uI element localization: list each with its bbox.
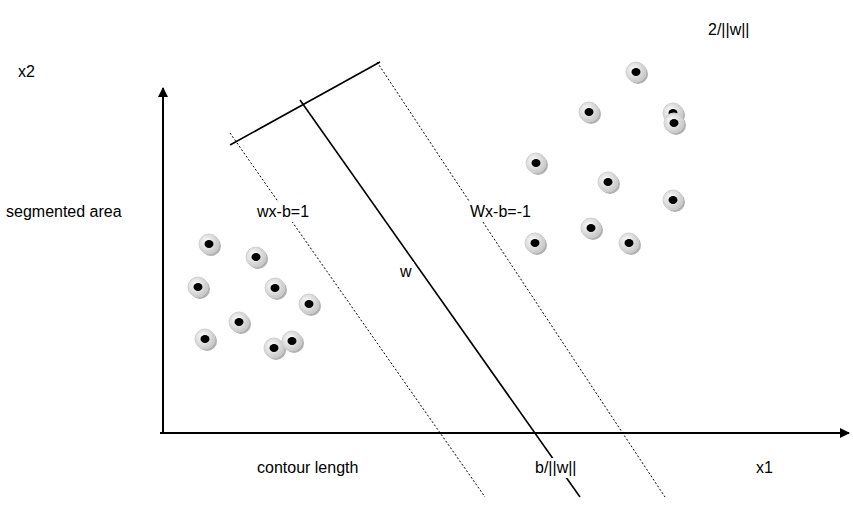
point-core (585, 108, 594, 116)
point-ring (581, 218, 601, 238)
axis-title: contour length (255, 458, 360, 478)
point-ring (188, 277, 208, 297)
point-core (587, 224, 596, 232)
point-ring (229, 312, 249, 332)
axes (160, 88, 849, 433)
point-ring (579, 102, 599, 122)
point-core (669, 196, 678, 204)
offset-label: b/||w|| (533, 458, 579, 478)
axis-title: segmented area (4, 202, 124, 222)
point-ring (195, 329, 215, 349)
equation-label: Wx-b=-1 (468, 202, 533, 222)
point-core (270, 344, 279, 352)
point-ring (619, 233, 639, 253)
point-ring (282, 331, 302, 351)
margin-label: 2/||w|| (706, 20, 752, 40)
point-ring (264, 338, 284, 358)
point-ring (626, 62, 646, 82)
point-ring (246, 247, 266, 267)
point-core (252, 253, 261, 261)
vector-label: w (398, 262, 414, 282)
point-ring (526, 153, 546, 173)
axis-label: x1 (754, 458, 775, 478)
point-ring (598, 172, 618, 192)
data-points (188, 62, 686, 360)
point-ring (664, 113, 684, 133)
point-core (288, 337, 297, 345)
point-core (670, 119, 679, 127)
equation-label: wx-b=1 (255, 202, 311, 222)
point-ring (299, 294, 319, 314)
point-ring (525, 233, 545, 253)
point-core (532, 159, 541, 167)
point-core (201, 335, 210, 343)
point-core (271, 284, 280, 292)
point-core (194, 283, 203, 291)
point-ring (265, 278, 285, 298)
point-ring (663, 190, 683, 210)
point-core (604, 178, 613, 186)
point-core (632, 68, 641, 76)
point-core (531, 239, 540, 247)
point-core (205, 240, 214, 248)
point-core (235, 318, 244, 326)
point-core (625, 239, 634, 247)
hyperplanes (230, 62, 665, 497)
point-core (305, 300, 314, 308)
axis-label: x2 (16, 62, 37, 82)
point-ring (199, 234, 219, 254)
